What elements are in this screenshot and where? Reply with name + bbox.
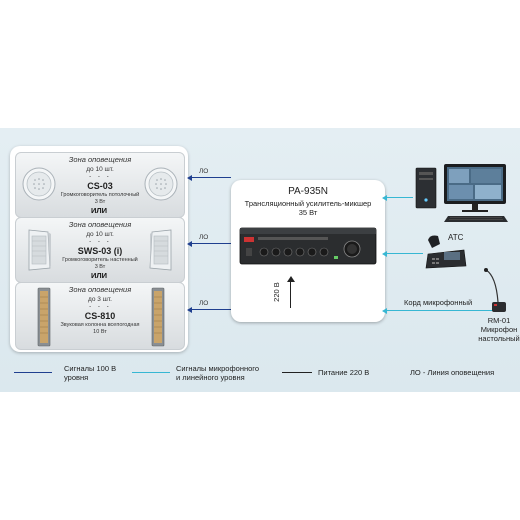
- zone-dots: · · ·: [88, 172, 112, 181]
- mic-desc-line2: настольный: [478, 334, 520, 343]
- legend-100v: Сигналы 100 В уровня: [64, 364, 116, 382]
- zone-qty: до 3 шт.: [88, 296, 112, 303]
- pbx-phone-icon: [425, 235, 467, 269]
- lo-label-zone-2: ЛО: [199, 234, 209, 241]
- legend-power: Питание 220 В: [318, 368, 370, 377]
- legend-100v-line2: уровня: [64, 373, 89, 382]
- or-label: ИЛИ: [90, 271, 108, 280]
- zone-model: CS-03: [87, 181, 113, 191]
- line-100v-zone-1: [190, 177, 231, 179]
- zone-dots: · · ·: [88, 302, 112, 311]
- zone-desc: Громкоговоритель настенный 3 Вт: [56, 257, 144, 270]
- lo-label-zone-3: ЛО: [199, 300, 209, 307]
- mic-cord-label: Корд микрофонный: [404, 298, 473, 307]
- zone-3: Зона оповещения до 3 шт. · · · CS-810 Зв…: [15, 282, 185, 350]
- line-signal-pbx: [385, 253, 423, 255]
- ceiling-speaker-icon: [144, 167, 178, 201]
- zone-desc: Звуковая колонна всепогодная 10 Вт: [56, 322, 144, 335]
- wall-speaker-icon: [149, 229, 172, 271]
- arrow-pc: [382, 195, 387, 201]
- zone-qty: до 10 шт.: [86, 231, 114, 238]
- legend-signal-line1: Сигналы микрофонного: [176, 364, 260, 373]
- line-signal-mic: [385, 310, 495, 312]
- legend-line-100v: [14, 372, 52, 374]
- column-speaker-icon: [37, 287, 51, 347]
- zone-desc-line2: 3 Вт: [94, 198, 106, 205]
- lo-label-zone-1: ЛО: [199, 168, 209, 175]
- zone-desc-line2: 10 Вт: [93, 328, 107, 335]
- amplifier-subtitle-line2: 35 Вт: [298, 208, 318, 217]
- amplifier-model: PA-935N: [288, 186, 328, 197]
- legend-line-signal: [132, 372, 170, 374]
- line-signal-pc: [385, 197, 413, 199]
- legend-100v-line1: Сигналы 100 В: [64, 364, 117, 373]
- mic-model: RM-01: [487, 316, 511, 325]
- or-label: ИЛИ: [90, 206, 108, 215]
- line-100v-zone-3: [190, 309, 231, 311]
- legend-lo: ЛО - Линия оповещения: [410, 368, 495, 377]
- legend-line-power: [282, 372, 312, 374]
- zone-title: Зона оповещения: [68, 220, 132, 229]
- pbx-label: АТС: [448, 233, 464, 242]
- power-line: [290, 280, 292, 308]
- zone-qty: до 10 шт.: [86, 166, 114, 173]
- computer-icon: [415, 164, 508, 222]
- zone-title: Зона оповещения: [68, 285, 132, 294]
- mic-labels: RM-01 Микрофон настольный: [478, 316, 520, 343]
- zone-2: Зона оповещения до 10 шт. · · · SWS-03 (…: [15, 217, 185, 283]
- legend-signal: Сигналы микрофонного и линейного уровня: [176, 364, 259, 382]
- arrow-zone-2: [187, 241, 192, 247]
- desktop-microphone-icon: [484, 268, 506, 312]
- wall-speaker-icon: [28, 229, 51, 271]
- column-speaker-icon: [151, 287, 165, 347]
- power-label: 220 В: [272, 282, 281, 302]
- zone-1: Зона оповещения до 10 шт. · · · CS-03 Гр…: [15, 152, 185, 218]
- zone-model: CS-810: [84, 311, 116, 321]
- power-arrow: [287, 276, 295, 282]
- amplifier-subtitle: Трансляционный усилитель-микшер 35 Вт: [231, 199, 385, 217]
- amplifier-icon: [239, 227, 377, 265]
- zone-desc-line1: Громкоговоритель потолочный: [60, 192, 140, 198]
- arrow-zone-3: [187, 307, 192, 313]
- arrow-mic: [382, 308, 387, 314]
- zone-desc-line2: 3 Вт: [94, 263, 106, 270]
- arrow-pbx: [382, 251, 387, 257]
- zone-model: SWS-03 (i): [77, 246, 123, 256]
- zone-dots: · · ·: [88, 237, 112, 246]
- amplifier-card: PA-935N Трансляционный усилитель-микшер …: [231, 180, 385, 322]
- zone-desc: Громкоговоритель потолочный 3 Вт: [56, 192, 144, 205]
- zone-desc-line1: Громкоговоритель настенный: [62, 257, 138, 263]
- line-100v-zone-2: [190, 243, 231, 245]
- mic-desc-line1: Микрофон: [480, 325, 518, 334]
- arrow-zone-1: [187, 175, 192, 181]
- amplifier-subtitle-line1: Трансляционный усилитель-микшер: [244, 199, 372, 208]
- legend-signal-line2: и линейного уровня: [176, 373, 245, 382]
- zone-desc-line1: Звуковая колонна всепогодная: [60, 322, 140, 328]
- ceiling-speaker-icon: [22, 167, 56, 201]
- zone-title: Зона оповещения: [68, 155, 132, 164]
